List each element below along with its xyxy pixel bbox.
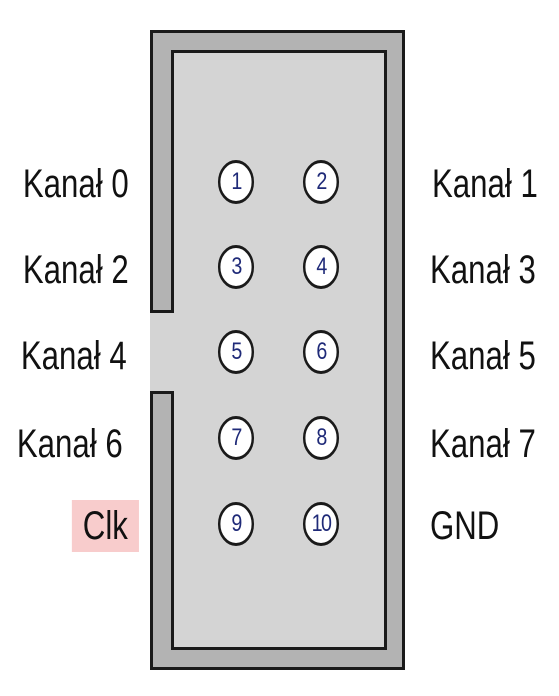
pin-4: 4 xyxy=(302,245,340,289)
pin-8: 8 xyxy=(302,416,340,460)
pin-9: 9 xyxy=(217,502,255,546)
label-clk: Clk xyxy=(72,500,139,552)
pin-1: 1 xyxy=(217,160,255,204)
connector-inner-frame xyxy=(171,50,387,650)
connector-key-notch xyxy=(150,310,174,394)
pin-6: 6 xyxy=(302,330,340,374)
label-channel-4: Kanał 4 xyxy=(21,334,127,378)
pin-5: 5 xyxy=(217,330,255,374)
label-channel-1: Kanał 1 xyxy=(432,162,538,206)
label-gnd: GND xyxy=(430,504,500,548)
pin-2: 2 xyxy=(302,160,340,204)
label-channel-2: Kanał 2 xyxy=(23,248,129,292)
label-channel-6: Kanał 6 xyxy=(17,422,123,466)
pin-3: 3 xyxy=(217,245,255,289)
label-channel-3: Kanał 3 xyxy=(430,248,536,292)
pin-10: 10 xyxy=(302,502,340,546)
label-channel-0: Kanał 0 xyxy=(23,162,129,206)
label-channel-7: Kanał 7 xyxy=(430,422,536,466)
label-channel-5: Kanał 5 xyxy=(430,334,536,378)
pin-7: 7 xyxy=(217,416,255,460)
